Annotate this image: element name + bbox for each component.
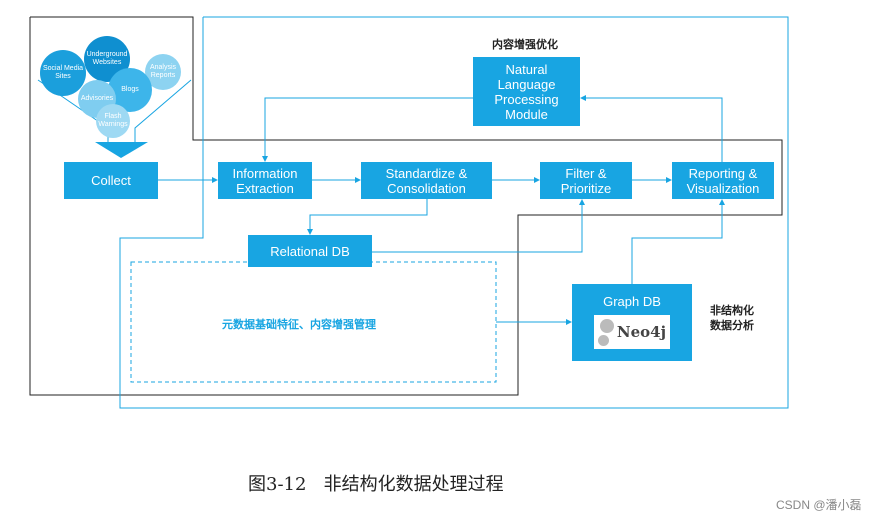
watermark: CSDN @潘小磊 bbox=[776, 498, 862, 512]
filter-box: Filter & Prioritize bbox=[540, 162, 632, 199]
nlp-box: Natural Language Processing Module bbox=[473, 57, 580, 126]
collect-box: Collect bbox=[64, 162, 158, 199]
source-social-media: Social Media Sites bbox=[40, 50, 86, 96]
unstructured-label: 非结构化 数据分析 bbox=[710, 304, 754, 332]
graph-db-label: Graph DB bbox=[603, 294, 661, 309]
figure-caption: 图3-12 非结构化数据处理过程 bbox=[248, 474, 504, 495]
information-extraction-box: Information Extraction bbox=[218, 162, 312, 199]
source-flash-warnings: Flash Warnings bbox=[96, 104, 130, 138]
outline-blue bbox=[119, 16, 789, 409]
graph-db-box: Graph DB Neo4j bbox=[572, 284, 692, 361]
funnel-arrow bbox=[95, 142, 148, 158]
relational-db-box: Relational DB bbox=[248, 235, 372, 267]
enhance-label: 内容增强优化 bbox=[492, 38, 558, 51]
metadata-label: 元数据基础特征、内容增强管理 bbox=[222, 318, 376, 331]
neo4j-logo: Neo4j bbox=[594, 315, 670, 349]
reporting-box: Reporting & Visualization bbox=[672, 162, 774, 199]
standardize-box: Standardize & Consolidation bbox=[361, 162, 492, 199]
outline-black bbox=[29, 16, 783, 396]
